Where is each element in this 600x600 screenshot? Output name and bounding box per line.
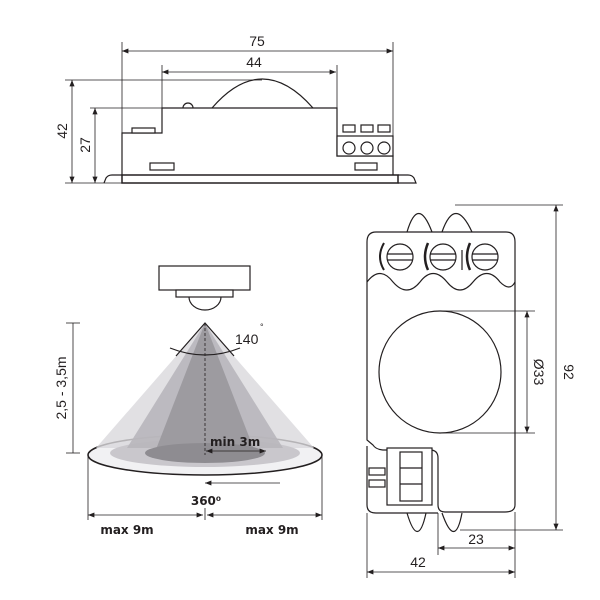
dim-75-label: 75	[249, 33, 265, 49]
side-view: 75 44 42 27	[54, 33, 417, 184]
front-terminal-block	[386, 447, 433, 506]
lens-circle	[378, 310, 502, 434]
side-base	[121, 174, 399, 184]
height-92-label: 92	[561, 364, 577, 380]
rotation-label: 360⁰	[191, 494, 221, 508]
dim-44-label: 44	[246, 54, 262, 70]
coverage-view: 140 ° 2,5 - 3,5m min 3m 360⁰ max 9m max …	[53, 265, 323, 537]
angle-label: 140	[235, 331, 259, 347]
max-right-label: max 9m	[245, 523, 298, 537]
lens-diameter-label: Ø33	[531, 359, 547, 386]
mount-height-label: 2,5 - 3,5m	[53, 356, 69, 419]
width-42-label: 42	[410, 554, 426, 570]
side-dome	[211, 78, 314, 109]
dim-27-label: 27	[77, 137, 93, 153]
dim-42-height-label: 42	[54, 123, 70, 139]
front-view: Ø33 92 23 42	[366, 204, 577, 578]
front-body	[366, 231, 516, 513]
angle-unit: °	[260, 322, 264, 332]
max-left-label: max 9m	[100, 523, 153, 537]
sensor-housing	[158, 265, 251, 291]
min-radius-label: min 3m	[210, 435, 260, 449]
offset-23-label: 23	[468, 531, 484, 547]
